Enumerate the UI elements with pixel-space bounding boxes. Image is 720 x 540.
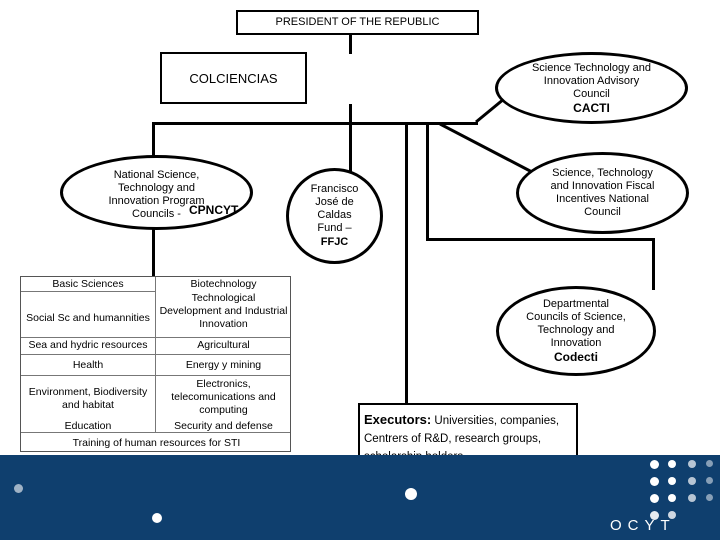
connector: [152, 228, 155, 276]
table-cell: Energy y mining: [185, 359, 262, 371]
logo: OCYT: [610, 517, 676, 534]
departmental-councils: Departmental Councils of Science, Techno…: [496, 286, 656, 376]
table-cell: Sea and hydric resources: [28, 339, 148, 351]
table-cell: Health: [72, 359, 104, 371]
decorative-dot: [668, 460, 676, 468]
table-divider: [21, 354, 290, 355]
decorative-dot: [14, 484, 23, 493]
connector: [426, 238, 654, 241]
decorative-dot: [405, 488, 417, 500]
decorative-dot: [688, 494, 696, 502]
departmental-councils-name: Departmental Councils of Science, Techno…: [526, 298, 626, 349]
table-divider: [21, 432, 290, 433]
executors-label: Executors:: [364, 412, 432, 427]
president-box: PRESIDENT OF THE REPUBLIC: [236, 10, 479, 35]
decorative-dot: [668, 477, 676, 485]
table-footer: Training of human resources for STI: [72, 437, 241, 449]
table-cell: Agricultural: [197, 339, 250, 351]
decorative-dot: [152, 513, 162, 523]
table-cell: Biotechnology: [190, 278, 257, 290]
connector: [652, 238, 655, 290]
decorative-dot: [650, 460, 659, 469]
president-label: PRESIDENT OF THE REPUBLIC: [275, 16, 440, 28]
caldas-fund-name: Francisco José de Caldas Fund –: [310, 183, 359, 234]
connector: [426, 122, 429, 240]
programs-table: Basic Sciences Biotechnology Social Sc a…: [20, 276, 291, 452]
decorative-dot: [650, 494, 659, 503]
table-cell: Electronics, telecomunications and compu…: [171, 378, 276, 416]
caldas-fund: Francisco José de Caldas Fund – FFJC: [286, 168, 383, 264]
colciencias-box: COLCIENCIAS: [160, 52, 307, 104]
table-cell: Environment, Biodiversity and habitat: [28, 386, 148, 411]
connector: [349, 122, 352, 186]
departmental-councils-acronym: Codecti: [553, 350, 598, 364]
table-divider: [21, 291, 155, 292]
decorative-dot: [668, 494, 676, 502]
program-councils-acronym: CPNCYT: [189, 203, 239, 217]
program-councils: National Science, Technology and Innovat…: [60, 155, 253, 230]
table-cell: Social Sc and humannities: [26, 312, 150, 324]
advisory-council-name: Science Technology and Innovation Adviso…: [531, 61, 652, 100]
decorative-dot: [706, 460, 713, 467]
colciencias-label: COLCIENCIAS: [189, 70, 278, 86]
table-divider: [21, 337, 290, 338]
decorative-dot: [650, 477, 659, 486]
connector: [349, 104, 352, 124]
decorative-dot: [688, 460, 696, 468]
program-councils-name: National Science, Technology and Innovat…: [108, 168, 205, 220]
fiscal-incentives-council-name: Science, Technology and Innovation Fisca…: [550, 167, 655, 218]
connector: [152, 122, 155, 158]
decorative-dot: [688, 477, 696, 485]
connector: [349, 34, 352, 54]
table-cell: Technological Development and Industrial…: [159, 292, 288, 330]
decorative-dot: [668, 511, 676, 519]
decorative-dot: [650, 511, 659, 520]
table-divider: [21, 375, 290, 376]
caldas-fund-acronym: FFJC: [320, 236, 349, 248]
connector: [405, 122, 408, 410]
footer-band: [0, 455, 720, 540]
table-cell: Education: [64, 420, 112, 432]
advisory-council-acronym: CACTI: [573, 100, 610, 115]
decorative-dot: [706, 477, 713, 484]
table-cell: Security and defense: [174, 420, 273, 432]
advisory-council: Science Technology and Innovation Adviso…: [495, 52, 688, 124]
table-cell: Basic Sciences: [52, 278, 124, 290]
connector: [152, 122, 478, 125]
decorative-dot: [706, 494, 713, 501]
fiscal-incentives-council: Science, Technology and Innovation Fisca…: [516, 152, 689, 234]
